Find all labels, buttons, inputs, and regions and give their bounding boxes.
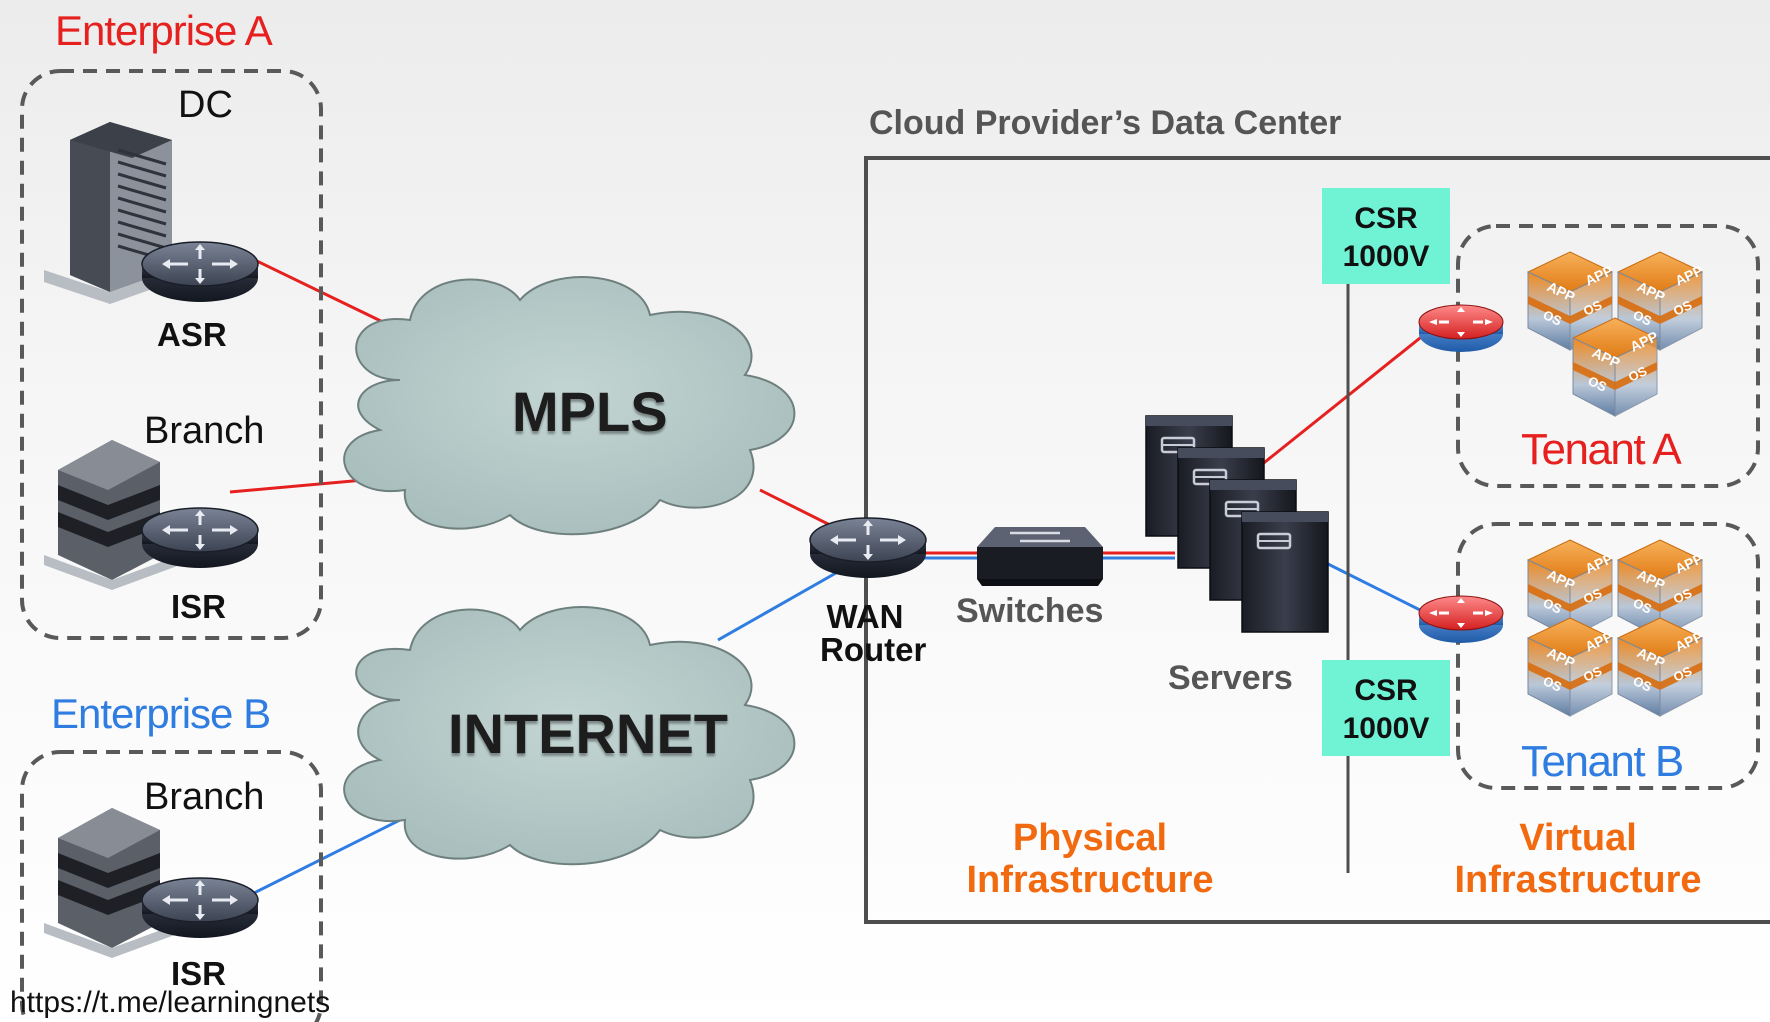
csr-bottom-line1: CSR [1354, 674, 1418, 707]
mpls-label: MPLS [512, 380, 668, 443]
csr-top-box: CSR 1000V [1322, 188, 1450, 284]
virtual-infrastructure-label: Virtual Infrastructure [1423, 817, 1733, 902]
branch-b-label: Branch [144, 776, 265, 818]
cloud-icon [343, 276, 796, 536]
enterprise-b-container [20, 750, 323, 1022]
branch-a-label: Branch [144, 410, 265, 452]
server-icon [1240, 510, 1330, 634]
router-icon [140, 240, 260, 304]
enterprise-b-title: Enterprise B [51, 690, 271, 737]
router-icon [140, 876, 260, 940]
enterprise-a-container [20, 69, 323, 640]
router-icon [808, 516, 928, 580]
server-csr-b-link [1319, 558, 1431, 617]
servers-label: Servers [1168, 659, 1293, 697]
physical-infrastructure-label: Physical Infrastructure [940, 817, 1240, 902]
csr-bottom-line2: 1000V [1342, 711, 1430, 745]
branch-building-icon [44, 808, 180, 958]
csr-top-line1: CSR [1354, 202, 1418, 235]
dc-label: DC [178, 84, 233, 126]
wan-router-label: WAN Router [820, 598, 926, 666]
wan-router-line1: WAN [826, 598, 904, 635]
virtual-line2: Infrastructure [1454, 858, 1702, 901]
tenant-a-label: Tenant A [1521, 425, 1682, 474]
vm-cube-icon [1617, 617, 1706, 717]
virtual-router-icon [1418, 304, 1504, 353]
csr-bottom-box: CSR 1000V [1322, 660, 1450, 756]
virtual-router-icon [1418, 595, 1504, 644]
provider-title: Cloud Provider’s Data Center [869, 104, 1342, 142]
internet-wan-link [717, 563, 851, 642]
cloud-icon [343, 606, 796, 866]
wan-router-line2: Router [820, 631, 927, 668]
vm-cube-icon [1527, 617, 1616, 717]
server-csr-a-link [1254, 328, 1431, 472]
vm-cube-icon [1572, 317, 1661, 417]
isr-a-label: ISR [171, 588, 227, 625]
internet-label: INTERNET [448, 702, 728, 765]
source-url: https://t.me/learningnets [10, 986, 331, 1019]
switches-label: Switches [956, 592, 1104, 630]
tenant-a-container [1456, 224, 1760, 488]
tenant-b-container [1456, 522, 1760, 790]
asr-label: ASR [157, 316, 227, 353]
physical-line1: Physical [1012, 817, 1168, 859]
enterprise-a-title: Enterprise A [55, 7, 273, 54]
csr-top-line2: 1000V [1342, 239, 1430, 273]
switch-icon [977, 527, 1103, 586]
branch-building-icon [44, 440, 180, 590]
isr-b-label: ISR [171, 955, 227, 992]
physical-line2: Infrastructure [966, 858, 1214, 901]
virtual-line1: Virtual [1519, 817, 1637, 859]
tenant-b-label: Tenant B [1521, 737, 1684, 786]
building-icon [44, 122, 172, 304]
router-icon [140, 506, 260, 570]
